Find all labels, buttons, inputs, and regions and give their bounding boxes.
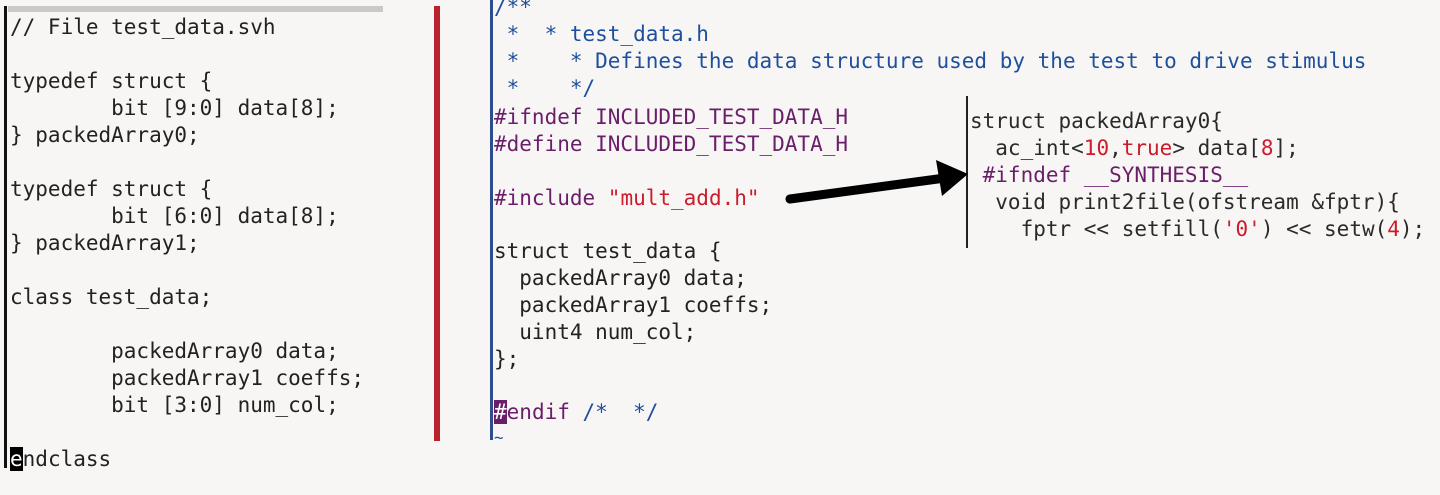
- comment-line: * * Defines the data structure used by t…: [494, 49, 1367, 73]
- inset-ac-int-line: ac_int<10,true> data[8];: [970, 135, 1299, 162]
- inset-border: [966, 96, 968, 248]
- code-line: bit [9:0] data[8];: [10, 96, 339, 120]
- code-line: } packedArray0;: [10, 123, 200, 147]
- inset-print2file-line: void print2file(ofstream &fptr){: [970, 190, 1400, 214]
- code-line: class test_data;: [10, 285, 213, 309]
- ifndef-directive: #ifndef INCLUDED_TEST_DATA_H: [494, 105, 849, 129]
- inset-data-name: > data[: [1172, 136, 1261, 160]
- text-cursor: e: [10, 447, 23, 471]
- inset-signed-flag: true: [1121, 136, 1173, 160]
- endclass-text: ndclass: [22, 447, 112, 471]
- code-line: packedArray1 coeffs;: [10, 366, 365, 390]
- inset-width-value: 4: [1387, 217, 1400, 241]
- endif-keyword: endif: [506, 400, 583, 424]
- comment-line: * */: [494, 76, 596, 100]
- struct-line: };: [494, 347, 520, 371]
- code-line: // File test_data.svh: [10, 15, 276, 39]
- right-editor-border: [490, 0, 493, 440]
- comment-line: * * test_data.h: [494, 22, 709, 46]
- inset-bitwidth: 10: [1083, 136, 1110, 160]
- code-line: packedArray0 data;: [10, 339, 339, 363]
- code-line: typedef struct {: [10, 69, 213, 93]
- right-editor-pane[interactable]: /** * * test_data.h * * Defines the data…: [488, 0, 1440, 495]
- left-editor-border: [4, 6, 7, 468]
- include-filename: "mult_add.h": [607, 186, 760, 210]
- inset-ifndef-line: #ifndef __SYNTHESIS__: [970, 163, 1249, 187]
- left-scroll-indicator: [8, 6, 383, 12]
- empty-line-tilde: ~: [494, 428, 504, 447]
- include-keyword: #include: [494, 186, 608, 210]
- inset-setw: ) << setw(: [1260, 217, 1388, 241]
- inset-line-end: ];: [1273, 136, 1299, 160]
- inset-struct-line: struct packedArray0{: [970, 109, 1223, 133]
- struct-line: struct test_data {: [494, 239, 722, 263]
- include-directive-line: #include "mult_add.h": [494, 185, 760, 212]
- code-line: typedef struct {: [10, 177, 213, 201]
- inset-fill-char: '0': [1222, 217, 1261, 241]
- inset-array-size: 8: [1260, 136, 1274, 160]
- code-line: } packedArray1;: [10, 231, 200, 255]
- code-line: bit [6:0] data[8];: [10, 204, 339, 228]
- struct-line: packedArray1 coeffs;: [494, 293, 773, 317]
- code-line: bit [3:0] num_col;: [10, 393, 339, 417]
- inset-fptr-line: fptr << setfill('0') << setw(4);: [970, 216, 1426, 243]
- endif-line: #endif /* */: [494, 399, 658, 426]
- comment-line: /**: [494, 0, 532, 19]
- define-directive: #define INCLUDED_TEST_DATA_H: [494, 132, 849, 156]
- pane-divider: [434, 6, 440, 441]
- struct-line: packedArray0 data;: [494, 266, 747, 290]
- inset-ac-int-type: ac_int<: [970, 136, 1084, 160]
- code-line-endclass: endclass: [10, 446, 111, 473]
- inset-setfill: fptr << setfill(: [970, 217, 1223, 241]
- inset-line-end-2: );: [1399, 217, 1426, 241]
- endif-comment: /* */: [582, 400, 659, 424]
- inset-comma: ,: [1109, 136, 1122, 160]
- endif-cursor: #: [494, 400, 507, 424]
- inset-code-view: struct packedArray0{ ac_int<10,true> dat…: [964, 96, 1434, 248]
- struct-line: uint4 num_col;: [494, 320, 697, 344]
